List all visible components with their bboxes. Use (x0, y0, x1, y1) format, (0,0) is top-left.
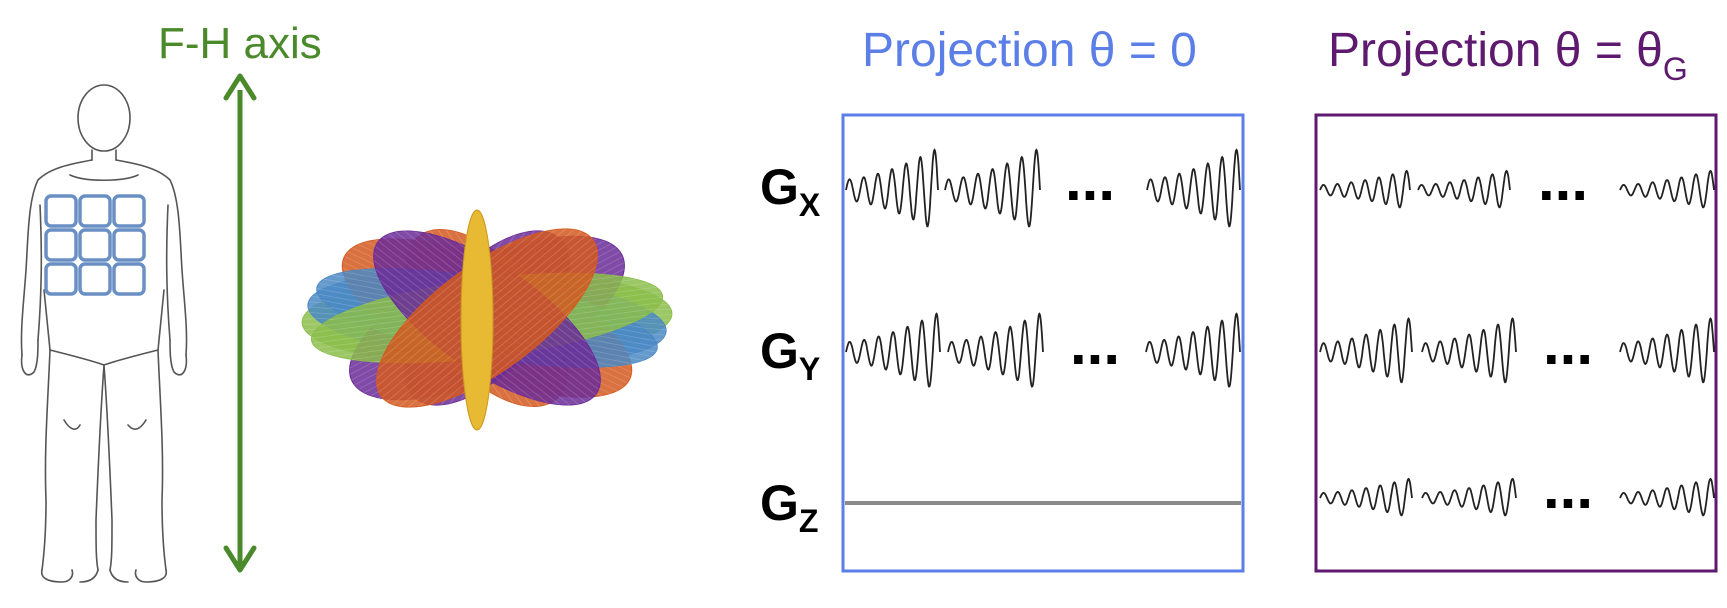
waveform-segment (1146, 148, 1241, 228)
projection-zero-box (841, 113, 1245, 573)
torso-grid-cell (78, 228, 112, 262)
torso-grid-cell (112, 228, 146, 262)
projection-theta-g-title-subscript: G (1663, 51, 1688, 87)
waveform-segment (1417, 169, 1511, 209)
waveform-segment (1421, 477, 1517, 517)
gradient-label-gx-letter: G (760, 159, 799, 215)
torso-slice-grid (44, 194, 146, 296)
projection-theta-g-box (1314, 113, 1718, 573)
ellipsis-a-gy: ... (1070, 310, 1120, 377)
waveform-segment (1619, 317, 1715, 384)
fh-axis-arrow (223, 73, 257, 573)
waveform-segment (1619, 169, 1715, 209)
projection-zero-title: Projection θ = 0 (862, 24, 1197, 77)
waveform-segment (947, 312, 1044, 388)
waveform-segment (1619, 477, 1715, 517)
projection-theta-g-title-main: Projection θ = θ (1328, 24, 1663, 77)
radial-trajectory-illustration (301, 209, 673, 431)
ellipsis-b-gz: ... (1543, 454, 1593, 521)
torso-grid-cell (78, 194, 112, 228)
projection-theta-g-waveforms (1319, 169, 1715, 517)
gradient-label-gx: GX (760, 159, 821, 223)
human-body-figure (20, 84, 188, 583)
torso-grid-cell (44, 194, 78, 228)
gradient-label-gz-sub: Z (799, 503, 819, 539)
waveform-segment (1319, 477, 1413, 517)
waveform-segment (1319, 169, 1411, 209)
ellipsis-b-gy: ... (1543, 310, 1593, 377)
torso-grid-cell (44, 228, 78, 262)
projection-theta-g-title: Projection θ = θG (1328, 24, 1688, 87)
gradient-label-gy-sub: Y (799, 351, 820, 387)
waveform-segment (1145, 312, 1241, 388)
trajectory-spindle (460, 209, 494, 431)
waveform-segment (1319, 317, 1413, 384)
gradient-label-gy: GY (760, 323, 820, 387)
gradient-label-gz-letter: G (760, 475, 799, 531)
fh-axis-title: F-H axis (158, 19, 322, 68)
gradient-label-gx-sub: X (799, 187, 821, 223)
waveform-segment (944, 148, 1041, 228)
waveform-segment (845, 148, 939, 228)
ellipsis-a-gx: ... (1065, 146, 1115, 213)
gradient-label-gz: GZ (760, 475, 818, 539)
waveform-segment (845, 312, 941, 388)
torso-grid-cell (112, 262, 146, 296)
waveform-segment (1421, 317, 1517, 384)
ellipsis-b-gx: ... (1538, 146, 1588, 213)
torso-grid-cell (44, 262, 78, 296)
projection-zero-waveforms (845, 148, 1241, 388)
torso-grid-cell (112, 194, 146, 228)
gradient-label-gy-letter: G (760, 323, 799, 379)
torso-grid-cell (78, 262, 112, 296)
